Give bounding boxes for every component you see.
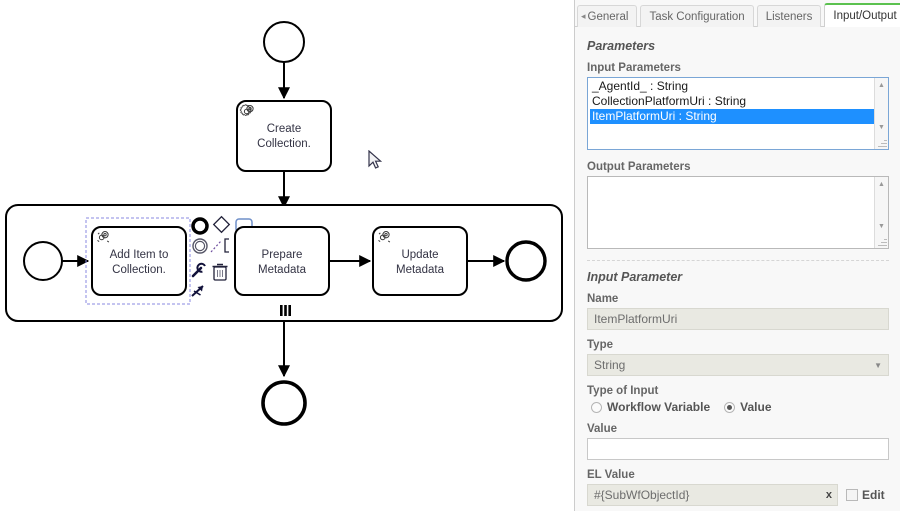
gear-icon [378, 231, 391, 243]
type-label: Type [587, 339, 613, 351]
radio-button-selected-icon[interactable] [724, 401, 736, 413]
el-value-row: x Edit [587, 484, 888, 506]
radio-button-icon[interactable] [591, 401, 602, 413]
resize-handle-icon[interactable] [877, 237, 887, 247]
append-gateway-icon[interactable] [212, 215, 231, 234]
scroll-up-icon[interactable]: ▲ [878, 82, 885, 89]
list-item[interactable]: CollectionPlatformUri : String [592, 94, 747, 108]
task-add-item-to-collection[interactable]: Add Item to Collection. [91, 226, 187, 296]
el-value-label: EL Value [587, 469, 635, 481]
clear-icon[interactable]: x [825, 489, 832, 501]
type-of-input-label: Type of Input [587, 385, 659, 397]
checkbox-icon[interactable] [846, 489, 858, 501]
append-end-event-icon[interactable] [191, 217, 209, 235]
scroll-up-icon[interactable]: ▲ [878, 181, 885, 188]
task-label-line1: Create [267, 123, 302, 135]
start-event-top[interactable] [263, 21, 305, 63]
output-parameters-listbox[interactable]: ▲ ▼ [587, 176, 889, 249]
task-label-line2: Collection. [257, 138, 311, 150]
resize-handle-icon[interactable] [877, 138, 887, 148]
tab-general[interactable]: ◂ General [577, 5, 638, 27]
type-select[interactable]: ▼ [587, 354, 889, 376]
parallel-multi-instance-marker [280, 305, 291, 316]
list-item[interactable]: ItemPlatformUri : String [590, 109, 874, 124]
change-type-wrench-icon[interactable] [191, 262, 206, 278]
scroll-down-icon[interactable]: ▼ [878, 223, 885, 230]
input-parameter-group-title: Input Parameter [587, 270, 683, 284]
type-of-input-radio-group[interactable]: Workflow Variable Value [591, 400, 888, 414]
tab-general-label: General [587, 10, 629, 23]
name-input[interactable] [587, 308, 889, 330]
tab-input-output-label: Input/Output [833, 10, 897, 22]
task-prepare-metadata[interactable]: Prepare Metadata [234, 226, 330, 296]
section-divider [587, 260, 889, 261]
task-label-line1: Prepare [262, 249, 303, 261]
gear-icon [239, 104, 254, 116]
append-text-annotation-icon[interactable] [210, 238, 229, 253]
properties-panel-body: Parameters Input Parameters _AgentId_ : … [575, 27, 900, 506]
bpmn-canvas[interactable]: Create Collection. [0, 0, 574, 511]
task-label-line2: Metadata [258, 264, 307, 276]
radio-workflow-variable-label: Workflow Variable [607, 400, 711, 414]
subprocess-end-event[interactable] [505, 240, 547, 282]
radio-workflow-variable[interactable]: Workflow Variable [591, 400, 710, 414]
el-value-input[interactable] [587, 484, 838, 506]
append-intermediate-event-inner [194, 240, 206, 252]
task-create-collection[interactable]: Create Collection. [236, 100, 332, 172]
tab-listeners-label: Listeners [765, 10, 813, 23]
parameters-group-title: Parameters [587, 39, 656, 53]
tab-task-configuration-label: Task Configuration [649, 10, 745, 23]
delete-trash-icon[interactable] [212, 263, 228, 281]
value-label: Value [587, 423, 618, 435]
type-select-value[interactable] [587, 354, 889, 376]
listbox-scrollbar[interactable]: ▲ ▼ [874, 78, 888, 149]
task-label-line2: Collection. [112, 264, 166, 276]
tab-input-output[interactable]: Input/Output [824, 3, 900, 27]
scroll-down-icon[interactable]: ▼ [878, 124, 885, 131]
edit-checkbox[interactable]: Edit [846, 488, 885, 502]
tab-listeners[interactable]: Listeners [756, 5, 822, 27]
selection-outline [85, 217, 191, 305]
connect-arrow-icon[interactable] [191, 285, 204, 297]
value-input[interactable] [587, 438, 889, 460]
el-value-field[interactable]: x [587, 484, 838, 506]
tab-task-configuration[interactable]: Task Configuration [640, 5, 754, 27]
properties-tab-bar[interactable]: ◂ General Task Configuration Listeners I… [575, 0, 900, 27]
task-label-line1: Update [401, 249, 438, 261]
list-item[interactable]: _AgentId_ : String [592, 79, 689, 93]
edit-checkbox-label: Edit [862, 488, 885, 502]
radio-value-label: Value [740, 400, 772, 414]
append-intermediate-event-icon[interactable] [192, 238, 208, 254]
end-event-bottom[interactable] [261, 380, 307, 426]
task-label-line1: Add Item to [110, 249, 169, 261]
radio-value[interactable]: Value [724, 400, 772, 414]
gear-icon [97, 231, 110, 243]
input-parameters-listbox[interactable]: _AgentId_ : String CollectionPlatformUri… [587, 77, 889, 150]
task-label-line2: Metadata [396, 264, 445, 276]
subprocess-start-event[interactable] [23, 241, 63, 281]
name-label: Name [587, 293, 619, 305]
listbox-scrollbar[interactable]: ▲ ▼ [874, 177, 888, 248]
chevron-left-icon[interactable]: ◂ [581, 11, 586, 21]
output-parameters-label: Output Parameters [587, 161, 691, 173]
task-update-metadata[interactable]: Update Metadata [372, 226, 468, 296]
properties-panel: ◂ General Task Configuration Listeners I… [574, 0, 900, 511]
input-parameters-label: Input Parameters [587, 62, 681, 74]
